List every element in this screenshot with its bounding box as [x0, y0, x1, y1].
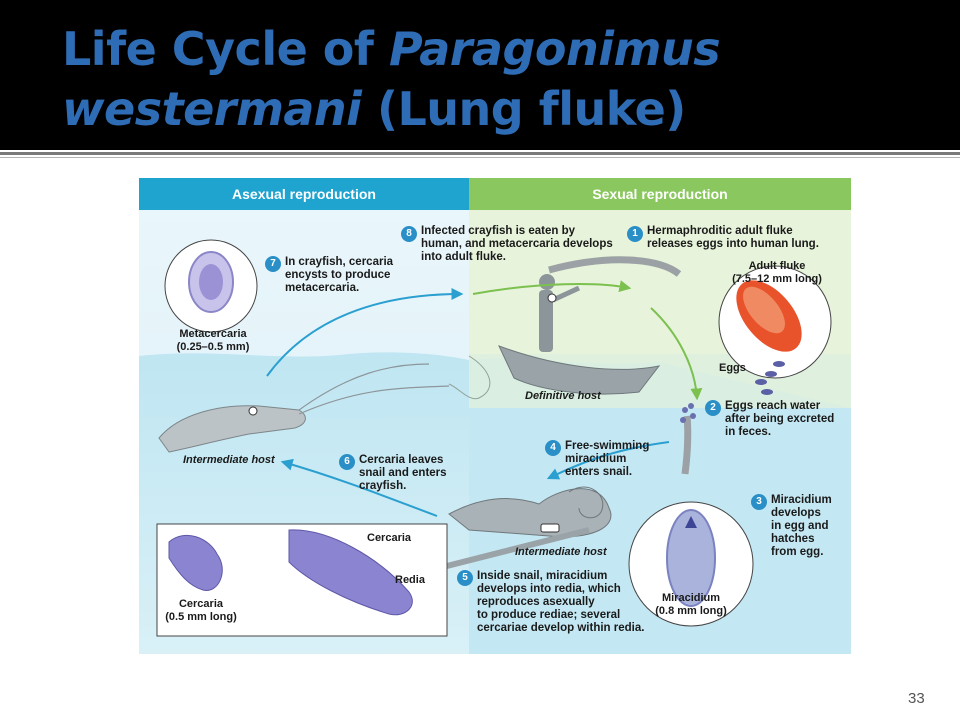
step-5-text: Inside snail, miracidium develops into r…	[477, 570, 645, 634]
crayfish-intermediate-host-label: Intermediate host	[183, 454, 275, 466]
title-prefix: Life Cycle of	[62, 22, 389, 76]
step-5-number: 5	[457, 570, 473, 586]
adult-fluke-label: Adult fluke (7.5–12 mm long)	[732, 260, 822, 285]
figure-background	[139, 210, 851, 654]
sexual-reproduction-header: Sexual reproduction	[469, 178, 851, 210]
step-6-number: 6	[339, 454, 355, 470]
title-genus: Paragonimus	[388, 22, 721, 76]
cercaria-in-redia-label: Cercaria	[367, 532, 412, 544]
step-3-text: Miracidium develops in egg and hatches f…	[771, 494, 832, 558]
slide-title-line-2: westermani (Lung fluke)	[62, 82, 686, 136]
step-8-text: Infected crayfish is eaten by human, and…	[421, 225, 613, 263]
step-4-text: Free-swimming miracidium enters snail.	[565, 440, 650, 478]
title-suffix: (Lung fluke)	[361, 82, 686, 136]
slide-title-line-1: Life Cycle of Paragonimus	[62, 22, 721, 76]
step-2-text: Eggs reach water after being excreted in…	[725, 400, 835, 438]
step-1-number: 1	[627, 226, 643, 242]
miracidium-label: Miracidium (0.8 mm long)	[655, 592, 727, 617]
step-7-number: 7	[265, 256, 281, 272]
title-rule	[0, 152, 960, 155]
step-8-number: 8	[401, 226, 417, 242]
title-species: westermani	[62, 82, 362, 136]
definitive-host-label: Definitive host	[525, 390, 601, 402]
title-bar: Life Cycle of Paragonimus westermani (Lu…	[0, 0, 960, 150]
step-4-number: 4	[545, 440, 561, 456]
asexual-reproduction-header: Asexual reproduction	[139, 178, 469, 210]
step-6-text: Cercaria leaves snail and enters crayfis…	[359, 454, 447, 492]
title-rule-thin	[0, 157, 960, 158]
snail-intermediate-host-label: Intermediate host	[515, 546, 607, 558]
life-cycle-figure: Asexual reproduction Sexual reproduction…	[139, 178, 851, 654]
step-7-text: In crayfish, cercaria encysts to produce…	[285, 256, 394, 294]
eggs-label: Eggs	[719, 362, 746, 374]
metacercaria-label: Metacercaria (0.25–0.5 mm)	[176, 328, 250, 353]
redia-label: Redia	[395, 574, 425, 586]
page-number: 33	[908, 690, 925, 707]
step-1-text: Hermaphroditic adult fluke releases eggs…	[647, 225, 819, 250]
step-3-number: 3	[751, 494, 767, 510]
step-2-number: 2	[705, 400, 721, 416]
cercaria-small-label: Cercaria (0.5 mm long)	[165, 598, 237, 623]
